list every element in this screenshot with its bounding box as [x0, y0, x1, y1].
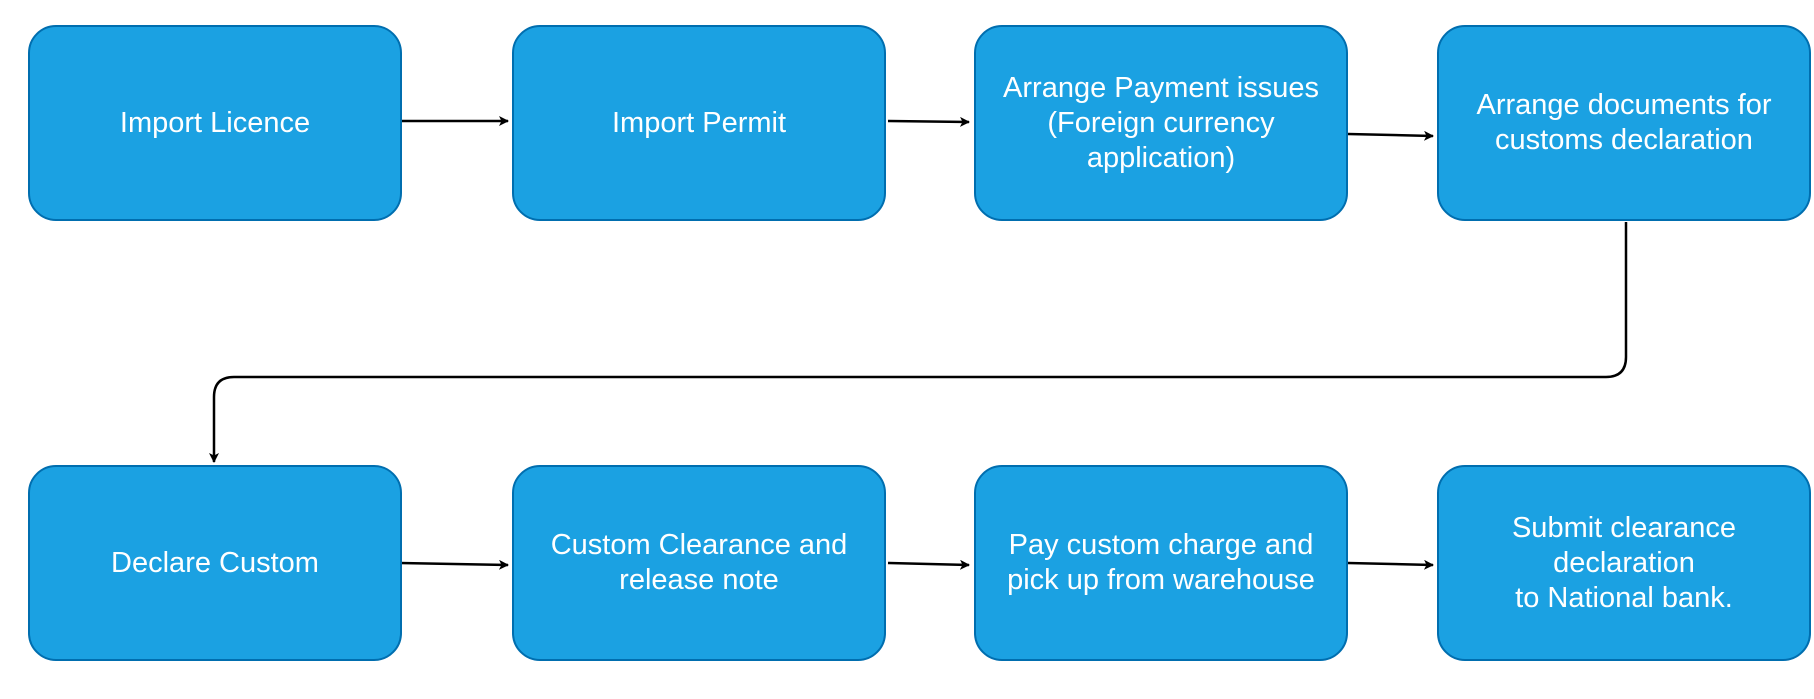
arrow-documents-to-declare-custom — [209, 222, 1628, 463]
step-custom-clearance[interactable]: Custom Clearance and release note — [512, 465, 886, 661]
step-arrange-documents[interactable]: Arrange documents for customs declaratio… — [1437, 25, 1811, 221]
step-label: Arrange Payment issues (Foreign currency… — [1003, 71, 1319, 174]
step-pay-custom-charge[interactable]: Pay custom charge and pick up from wareh… — [974, 465, 1348, 661]
step-import-licence[interactable]: Import Licence — [28, 25, 402, 221]
step-declare-custom[interactable]: Declare Custom — [28, 465, 402, 661]
step-label: Custom Clearance and release note — [550, 529, 848, 596]
step-label: Arrange documents for customs declaratio… — [1476, 89, 1772, 156]
step-import-permit[interactable]: Import Permit — [512, 25, 886, 221]
arrow-pay-charge-to-submit-clearance — [1347, 559, 1434, 570]
step-label: Import Licence — [119, 106, 311, 139]
arrow-payment-to-documents — [1347, 130, 1434, 141]
arrow-declare-custom-to-clearance — [399, 559, 509, 570]
step-submit-clearance[interactable]: Submit clearance declaration to National… — [1437, 465, 1811, 661]
arrow-import-permit-to-payment — [887, 116, 970, 127]
step-arrange-payment[interactable]: Arrange Payment issues (Foreign currency… — [974, 25, 1348, 221]
arrow-clearance-to-pay-charge — [887, 559, 970, 570]
step-label: Pay custom charge and pick up from wareh… — [1007, 529, 1315, 596]
step-label: Import Permit — [611, 106, 787, 139]
step-label: Declare Custom — [111, 546, 319, 579]
step-label: Submit clearance declaration to National… — [1511, 511, 1737, 614]
